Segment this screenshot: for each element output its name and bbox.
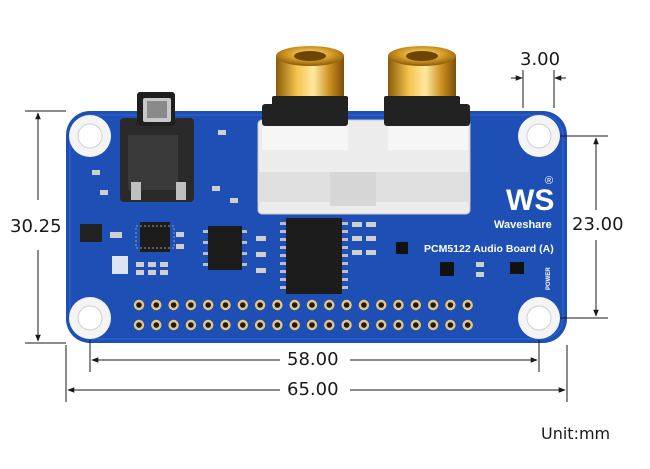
gpio-pin-hole <box>240 302 246 308</box>
gpio-pin-hole <box>343 302 350 308</box>
gpio-pin-hole <box>257 302 263 308</box>
gpio-pin-hole <box>464 302 471 308</box>
gpio-pin-hole <box>205 302 211 308</box>
gpio-pin-hole <box>430 302 436 308</box>
gpio-pin-hole <box>153 322 160 328</box>
logo-letters: WS <box>506 184 554 217</box>
gpio-pin-hole <box>291 302 298 308</box>
hole-spacing-horizontal-dimension: 58.00 <box>287 349 339 370</box>
board-model: PCM5122 Audio Board (A) <box>424 243 554 255</box>
board-height-dimension: 30.25 <box>10 216 62 237</box>
headphone-jack <box>120 92 194 202</box>
gpio-pin-hole <box>188 302 194 308</box>
registered-mark: ® <box>545 175 553 187</box>
hole-diameter-dimension: 3.00 <box>520 49 561 70</box>
gpio-pin-hole <box>274 322 281 328</box>
gpio-pin-hole <box>291 322 298 328</box>
mounting-hole-top-left <box>69 115 111 157</box>
board-width-dimension: 65.00 <box>287 379 339 400</box>
gpio-pin-hole <box>326 322 333 328</box>
gpio-pin-hole <box>361 322 367 328</box>
gpio-pin-hole <box>361 302 367 308</box>
rca-connector-left <box>272 46 348 108</box>
gpio-pin-hole <box>274 302 281 308</box>
gpio-pin-hole <box>395 322 402 328</box>
gpio-pin-hole <box>413 322 419 328</box>
gpio-pin-hole <box>222 302 229 308</box>
brand-name: Waveshare <box>494 219 552 231</box>
gpio-pin-hole <box>136 302 142 308</box>
gpio-pin-hole <box>430 322 436 328</box>
gpio-pin-hole <box>257 322 263 328</box>
gpio-pin-hole <box>309 302 315 308</box>
power-label: POWER <box>546 267 552 290</box>
dimension-lines <box>25 68 608 402</box>
gpio-pin-hole <box>170 302 177 308</box>
gpio-pin-hole <box>464 322 471 328</box>
gpio-pin-hole <box>205 322 211 328</box>
amp-chip <box>203 226 247 270</box>
gpio-pin-hole <box>343 322 350 328</box>
gpio-header <box>133 299 473 331</box>
unit-label: Unit:mm <box>541 424 611 443</box>
hole-spacing-vertical-dimension: 23.00 <box>572 214 624 235</box>
codec-chip <box>280 218 348 294</box>
gpio-pin-hole <box>170 322 177 328</box>
mounting-hole-top-right <box>518 115 560 157</box>
gpio-pin-hole <box>240 322 246 328</box>
gpio-pin-hole <box>153 302 160 308</box>
mounting-hole-bottom-left <box>69 297 111 339</box>
gpio-pin-hole <box>222 322 229 328</box>
gpio-pin-hole <box>326 302 333 308</box>
rca-housing <box>257 104 471 215</box>
rca-connector-right <box>384 46 460 108</box>
smd-components <box>80 130 524 277</box>
gpio-pin-hole <box>378 302 385 308</box>
mounting-hole-bottom-right <box>518 297 560 339</box>
gpio-pin-hole <box>188 322 194 328</box>
gpio-pin-hole <box>378 322 385 328</box>
gpio-pin-hole <box>136 322 142 328</box>
gpio-pin-hole <box>309 322 315 328</box>
qfn-chip <box>135 222 175 252</box>
gpio-pin-hole <box>413 302 419 308</box>
gpio-pin-hole <box>447 322 454 328</box>
gpio-pin-hole <box>395 302 402 308</box>
gpio-pin-hole <box>447 302 454 308</box>
